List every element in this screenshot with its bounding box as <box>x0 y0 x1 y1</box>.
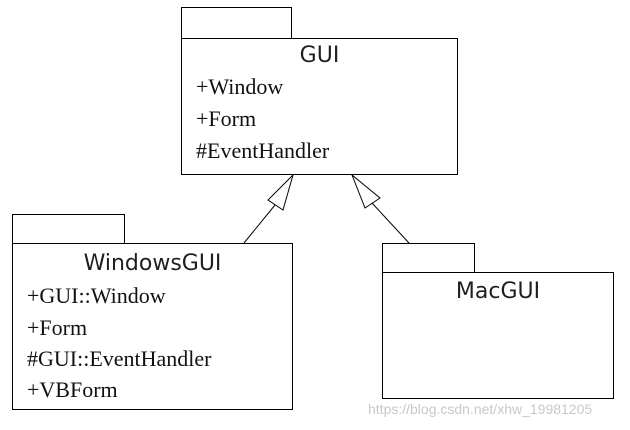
mac-gui-package-tab <box>382 243 475 273</box>
windows-gui-generalization-arrowhead <box>267 173 295 211</box>
mac-gui-generalization-arrowhead <box>350 173 381 209</box>
gui-member: +Form <box>196 106 257 131</box>
mac-gui-generalization-line <box>371 202 410 244</box>
gui-member: +Window <box>196 74 284 99</box>
mac-gui-package-body: MacGUI <box>382 272 614 399</box>
watermark: https://blog.csdn.net/xhw_19981205 <box>368 401 593 417</box>
gui-package-name: GUI <box>299 43 340 68</box>
gui-member: #EventHandler <box>196 138 330 163</box>
gui-package-tab <box>181 7 292 39</box>
windows-gui-package-name: WindowsGUI <box>83 251 222 276</box>
gui-package-body: GUI +Window +Form #EventHandler <box>181 38 458 175</box>
mac-gui-package-name: MacGUI <box>455 279 541 304</box>
windows-gui-member: +VBForm <box>27 377 118 402</box>
windows-gui-member: #GUI::EventHandler <box>27 346 212 371</box>
windows-gui-member: +GUI::Window <box>27 283 166 308</box>
windows-gui-generalization-line <box>243 204 276 244</box>
windows-gui-package-tab <box>12 214 125 244</box>
windows-gui-member: +Form <box>27 315 88 340</box>
windows-gui-package-body: WindowsGUI +GUI::Window +Form #GUI::Even… <box>12 243 293 410</box>
